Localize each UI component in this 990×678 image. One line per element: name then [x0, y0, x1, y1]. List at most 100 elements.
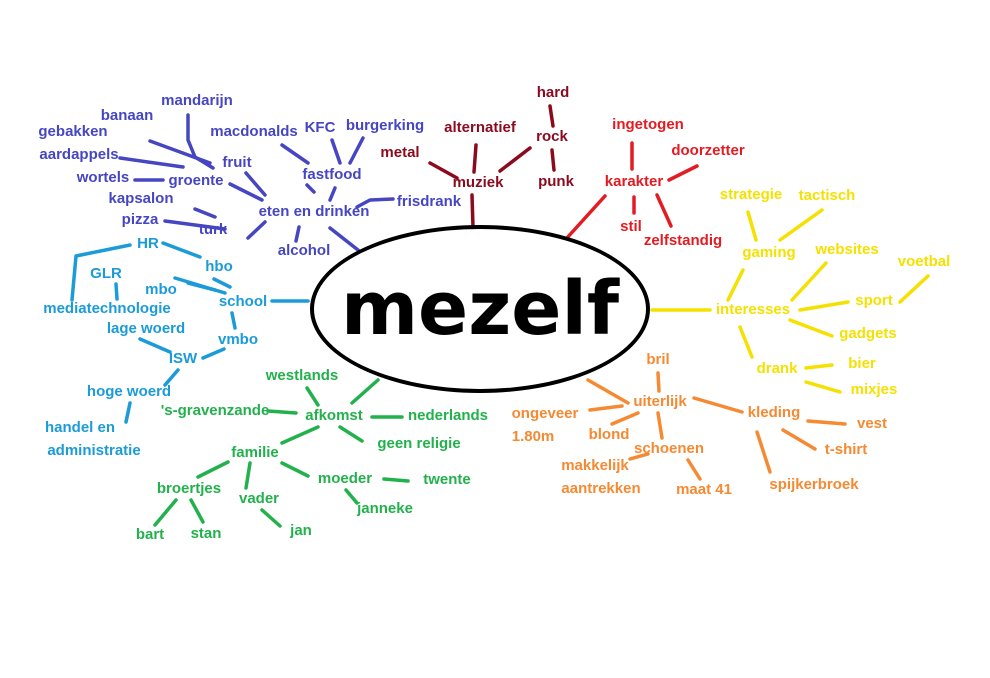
node-vader: vader — [238, 490, 280, 507]
connector-afkomst-60 — [189, 498, 205, 524]
connector-afkomst-51 — [305, 386, 320, 407]
connector-eten-5 — [193, 207, 217, 219]
node-zelfstandig: zelfstandig — [643, 232, 723, 249]
connector-eten-10 — [280, 143, 310, 165]
node-handel-en: handel en — [44, 419, 116, 436]
connector-muziek-17 — [470, 193, 475, 229]
connector-eten-4 — [246, 220, 267, 240]
node-kleding: kleding — [747, 404, 801, 421]
connector-eten-12 — [348, 136, 365, 165]
connector-afkomst-50 — [350, 378, 380, 405]
node-fastfood: fastfood — [302, 166, 362, 183]
node-lengte: 1.80m — [511, 428, 555, 445]
node-bril: bril — [646, 351, 670, 368]
node-moeder: moeder — [317, 470, 373, 487]
node-lage-woerd: lage woerd — [106, 320, 186, 337]
connector-interesses-37 — [804, 363, 834, 370]
node-kfc: KFC — [304, 119, 336, 136]
connector-muziek-19 — [428, 161, 459, 180]
connector-uiterlijk-47 — [806, 419, 847, 426]
node-macdonalds: macdonalds — [210, 123, 298, 140]
node-ongeveer: ongeveer — [511, 405, 579, 422]
connector-uiterlijk-40 — [656, 371, 661, 393]
node-gadgets: gadgets — [839, 325, 897, 342]
connector-eten-14 — [148, 139, 212, 165]
node-stil: stil — [620, 218, 642, 235]
node-metal: metal — [380, 144, 420, 161]
node-aardappels: aardappels — [39, 146, 119, 163]
connector-school-68 — [161, 241, 202, 259]
connector-afkomst-55 — [280, 425, 320, 445]
node-karakter: karakter — [604, 173, 664, 190]
connector-eten-9 — [305, 183, 316, 194]
connector-school-70 — [114, 282, 119, 301]
connector-school-74 — [163, 368, 180, 387]
connector-uiterlijk-45 — [628, 452, 650, 461]
node-jan: jan — [290, 522, 312, 539]
connector-uiterlijk-43 — [656, 411, 664, 440]
node-schoenen: schoenen — [633, 440, 705, 457]
node-alcohol: alcohol — [277, 242, 331, 259]
connector-afkomst-63 — [344, 488, 359, 505]
connector-afkomst-59 — [153, 498, 178, 527]
node-hard: hard — [536, 84, 570, 101]
connector-muziek-18 — [472, 143, 478, 174]
connector-uiterlijk-41 — [588, 404, 624, 412]
node-t-shirt: t-shirt — [824, 441, 868, 458]
connector-interesses-36 — [738, 325, 754, 359]
node-tactisch: tactisch — [798, 187, 856, 204]
node-sport: sport — [855, 292, 893, 309]
node-mixjes: mixjes — [850, 381, 898, 398]
node-geen-religie: geen religie — [377, 435, 461, 452]
connector-uiterlijk-48 — [781, 428, 817, 451]
node-stan: stan — [190, 525, 222, 542]
node-eten-en-drinken: eten en drinken — [258, 203, 370, 220]
node-hbo: hbo — [205, 258, 233, 275]
node-makkelijk: makkelijk — [561, 457, 629, 474]
connector-school-69 — [70, 243, 132, 302]
center-label: mezelf — [340, 266, 620, 352]
node-westlands: westlands — [265, 367, 339, 384]
node-burgerking: burgerking — [345, 117, 425, 134]
connector-karakter-27 — [655, 193, 673, 228]
node-punk: punk — [538, 173, 574, 190]
connector-afkomst-56 — [196, 460, 230, 479]
connector-interesses-30 — [746, 210, 758, 242]
center-ellipse: mezelf — [310, 225, 650, 393]
node-administratie: administratie — [47, 442, 141, 459]
node-kapsalon: kapsalon — [108, 190, 174, 207]
connector-afkomst-54 — [338, 425, 364, 443]
connector-eten-0 — [328, 226, 360, 252]
node-uiterlijk: uiterlijk — [633, 393, 687, 410]
connector-interesses-38 — [804, 380, 842, 394]
connector-muziek-21 — [548, 104, 555, 128]
connector-eten-3 — [355, 197, 395, 209]
connector-eten-8 — [244, 171, 267, 197]
connector-interesses-29 — [726, 268, 745, 302]
connector-eten-15 — [118, 156, 185, 169]
node-vmbo: vmbo — [217, 331, 259, 348]
connector-school-72 — [201, 347, 226, 360]
connector-muziek-22 — [550, 148, 556, 172]
connector-afkomst-61 — [260, 508, 282, 528]
node-websites: websites — [815, 241, 879, 258]
node-nederlands: nederlands — [407, 407, 489, 424]
connector-uiterlijk-46 — [686, 458, 702, 481]
connector-school-66 — [186, 281, 217, 292]
connector-school-71 — [230, 311, 237, 330]
connector-afkomst-62 — [382, 477, 410, 483]
connector-school-73 — [138, 337, 172, 354]
connector-interesses-34 — [898, 274, 930, 304]
connector-eten-1 — [294, 225, 301, 243]
node-banaan: banaan — [100, 107, 154, 124]
connector-interesses-35 — [788, 318, 834, 338]
node-alternatief: alternatief — [444, 119, 516, 136]
connector-interesses-32 — [790, 261, 828, 302]
connector-eten-2 — [328, 186, 337, 202]
node-blond: blond — [588, 426, 630, 443]
connector-school-75 — [124, 401, 132, 424]
node-afkomst: afkomst — [305, 407, 363, 424]
node-hr: HR — [137, 235, 159, 252]
node-mbo: mbo — [145, 281, 177, 298]
